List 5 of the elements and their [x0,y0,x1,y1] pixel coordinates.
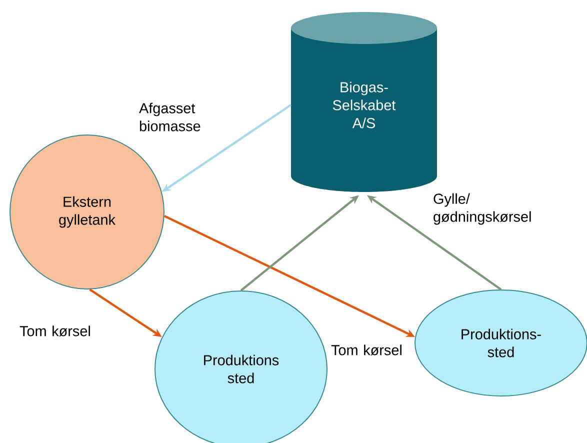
edge-label: Gylle/ gødningskørsel [434,193,531,225]
storage-cylinder: Biogas- Selskabet A/S [291,12,437,192]
edge-label: Tom kørsel [331,344,402,356]
edge-label: Afgasset biomasse [139,102,200,132]
edge-label: Tom kørsel [20,326,90,336]
